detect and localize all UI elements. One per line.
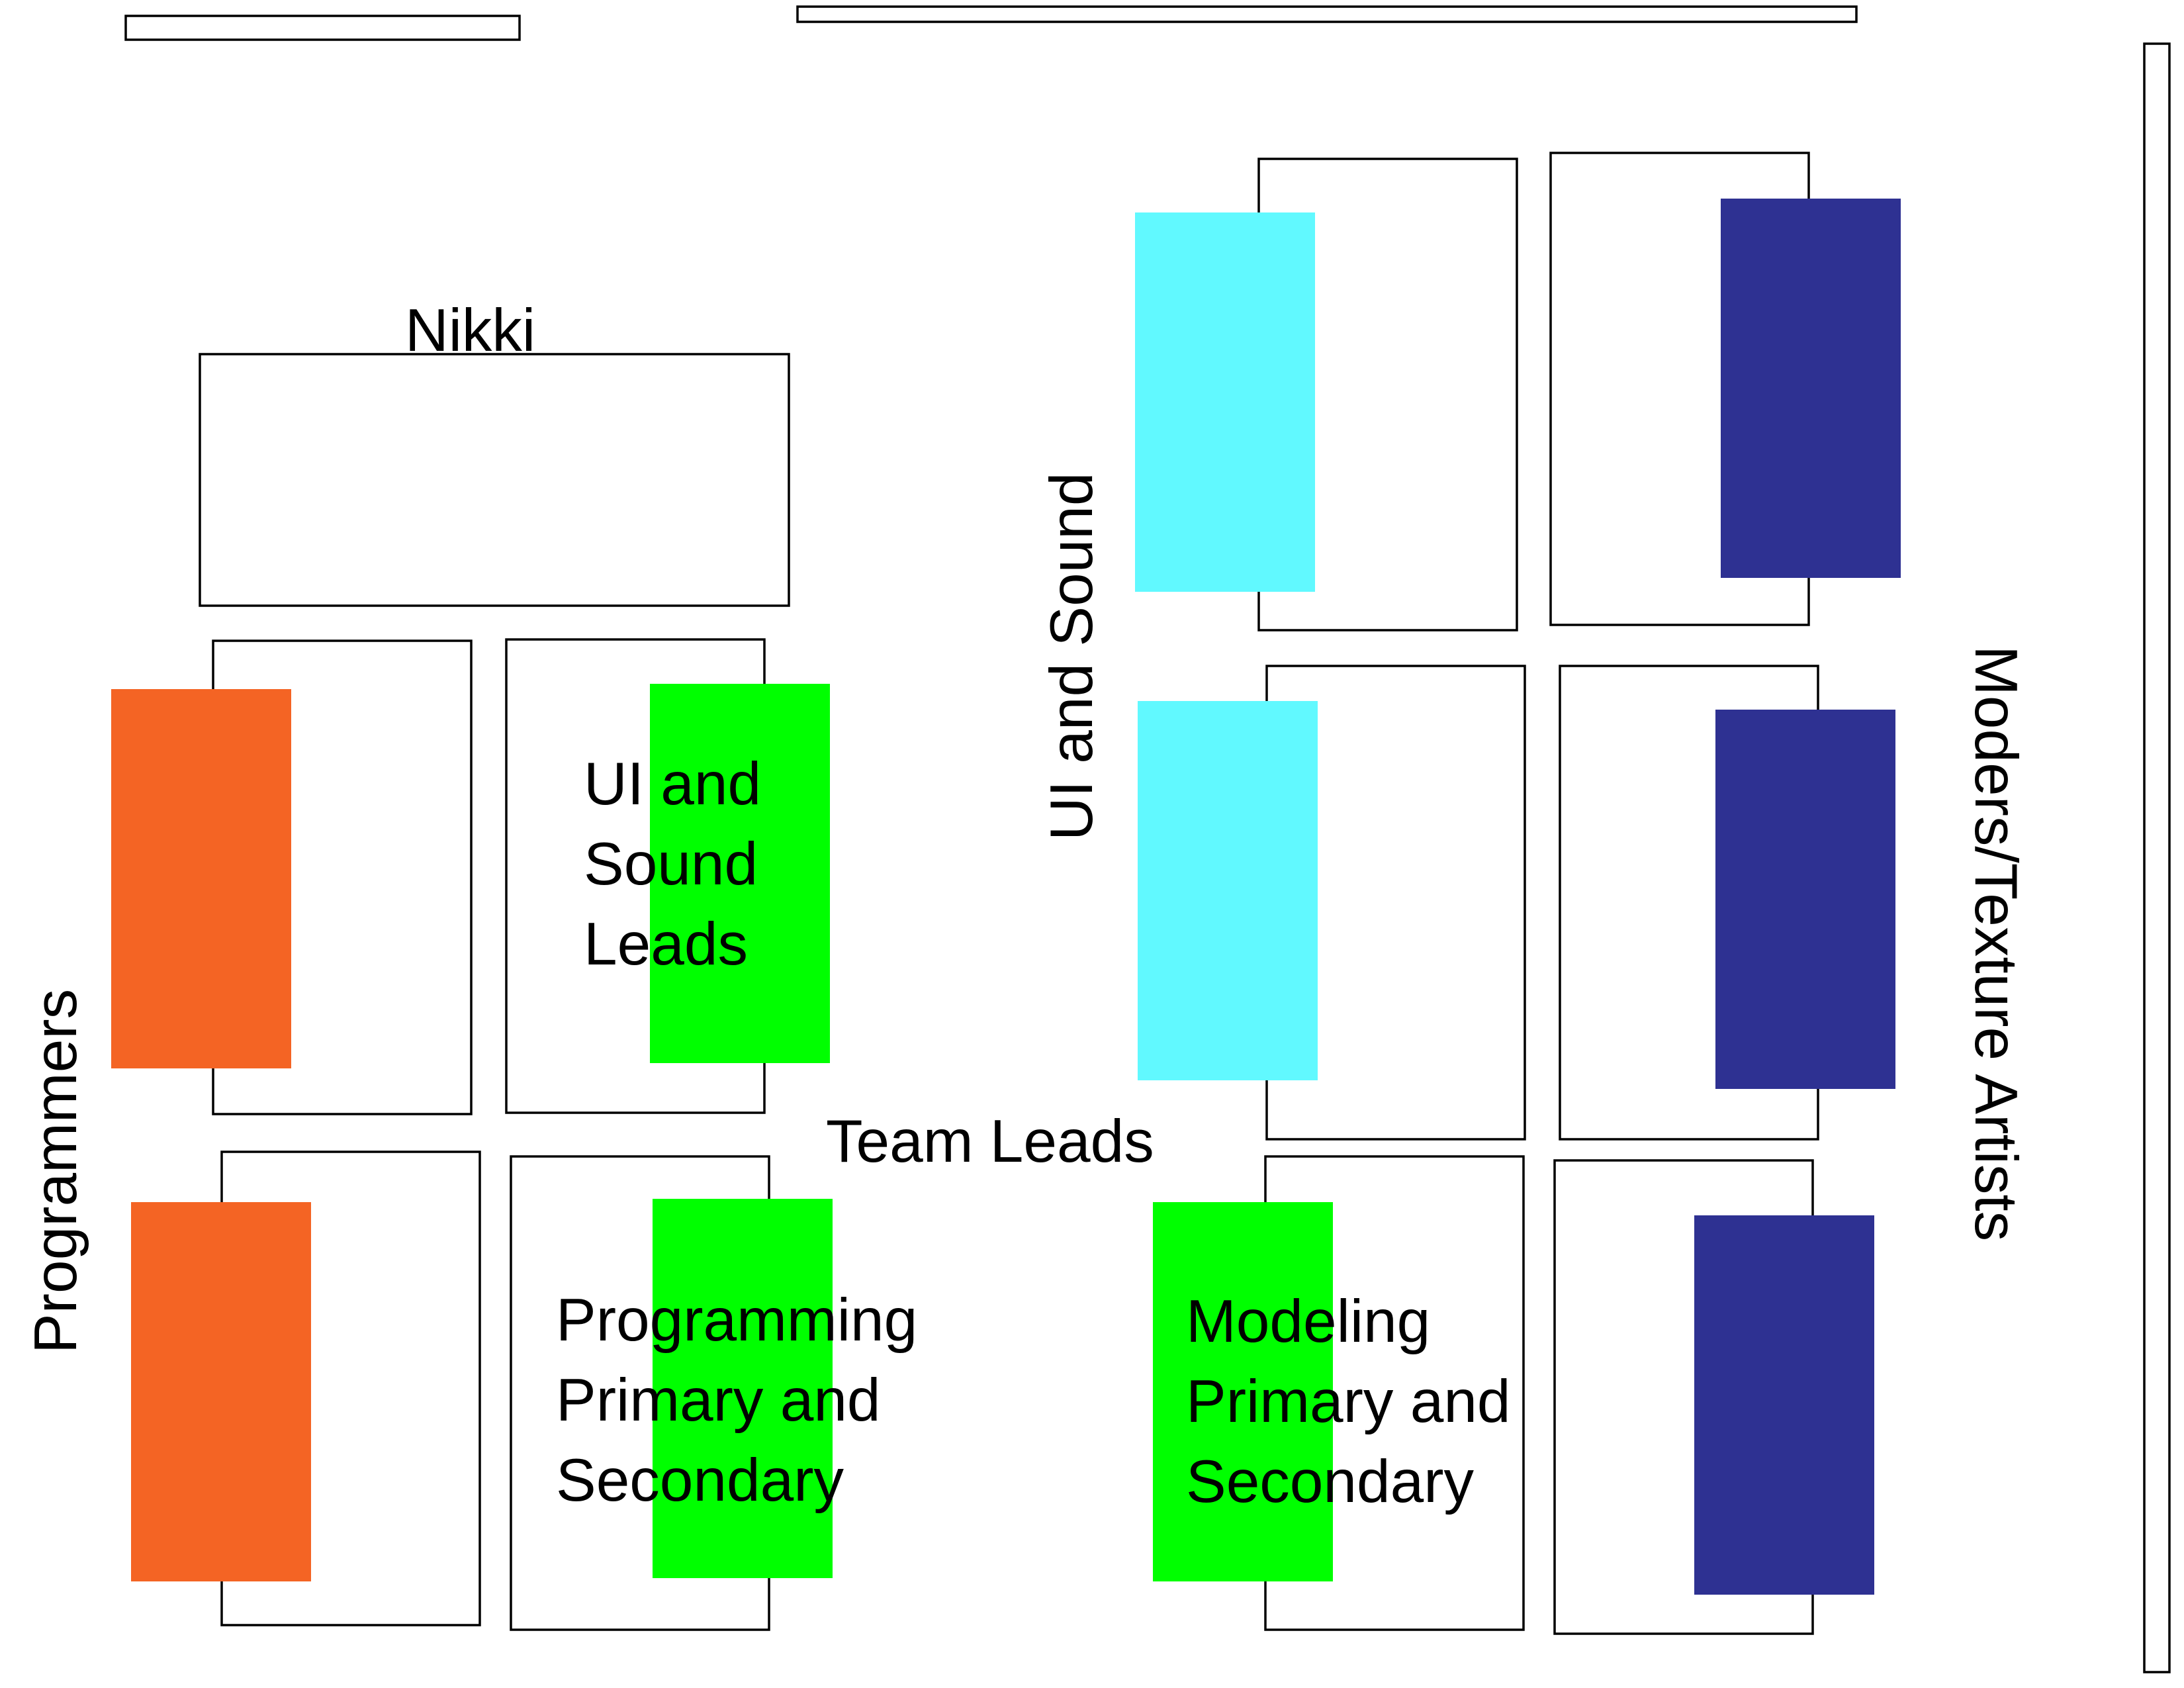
modelers-label: Moders/Texture Artists — [1962, 645, 2029, 1241]
programming-leads-label-line-2: Primary and — [556, 1367, 881, 1434]
ui-sound-leads-label-line-3: Leads — [584, 911, 748, 978]
modeling-leads-label-line-3: Secondary — [1186, 1448, 1475, 1515]
modeler-seat-1 — [1721, 199, 1901, 578]
programming-leads-label-line-1: Programming — [556, 1287, 917, 1354]
team-leads-label: Team Leads — [826, 1108, 1154, 1175]
programming-lead-seat — [653, 1199, 833, 1578]
modeling-lead-seat — [1153, 1202, 1333, 1581]
boss-desk — [199, 353, 790, 607]
programming-leads-label-line-3: Secondary — [556, 1447, 844, 1514]
ui-sound-lead-seat — [650, 684, 830, 1063]
programmers-label: Programmers — [23, 989, 89, 1354]
programmer-seat-1 — [111, 689, 291, 1068]
ui-sound-seat-2 — [1138, 701, 1318, 1080]
top-center-wall-bar — [796, 5, 1858, 23]
right-wall-bar — [2143, 42, 2171, 1673]
ui-sound-seat-1 — [1135, 212, 1315, 592]
modeling-leads-label-line-1: Modeling — [1186, 1288, 1430, 1355]
ui-sound-label: UI and Sound — [1038, 472, 1105, 841]
ui-sound-leads-label-line-2: Sound — [584, 831, 758, 898]
ui-sound-leads-label-line-1: UI and — [584, 751, 761, 818]
top-left-wall-bar — [124, 15, 521, 41]
modeler-seat-2 — [1715, 710, 1895, 1089]
programmer-seat-2 — [131, 1202, 311, 1581]
modeling-leads-label-line-2: Primary and — [1186, 1368, 1511, 1435]
boss-name-label: Nikki — [405, 297, 535, 364]
modeler-seat-3 — [1694, 1215, 1874, 1595]
